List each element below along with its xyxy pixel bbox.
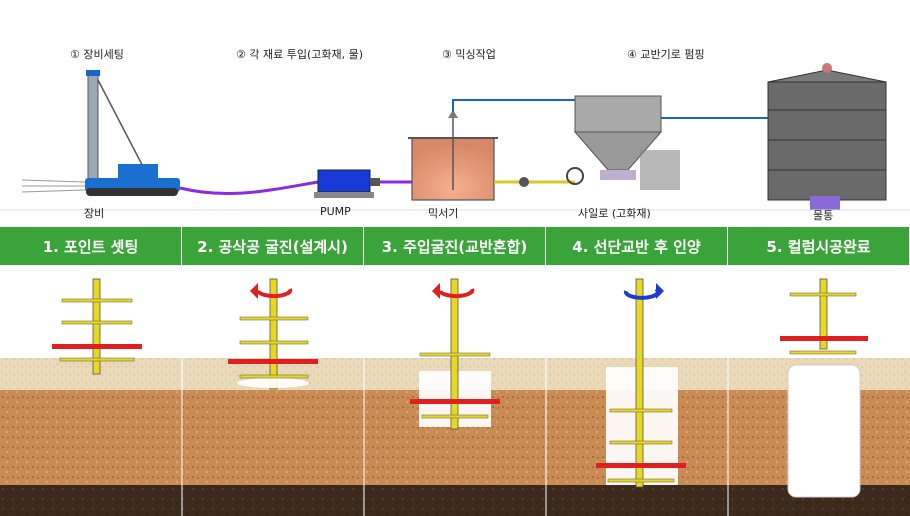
drill-rig bbox=[21, 70, 180, 196]
step-title-4: ④ 교반기로 펌핑 bbox=[627, 48, 705, 61]
stage4-auger bbox=[596, 278, 686, 488]
soil-section bbox=[0, 265, 910, 516]
stage-header-1: 1. 포인트 셋팅 bbox=[0, 227, 182, 265]
hose-line bbox=[179, 180, 319, 196]
stage3-auger bbox=[410, 278, 500, 430]
pump bbox=[314, 169, 380, 198]
label-tank: 물통 bbox=[813, 209, 834, 222]
stage-header-5: 5. 컬럼시공완료 bbox=[728, 227, 910, 265]
label-silo: 사일로 (고화재) bbox=[578, 207, 651, 220]
stage-header-4: 4. 선단교반 후 인양 bbox=[546, 227, 728, 265]
water-tank bbox=[767, 63, 887, 210]
label-rig: 장비 bbox=[84, 207, 105, 220]
stage2-auger bbox=[228, 278, 318, 390]
step-title-1: ① 장비세팅 bbox=[70, 48, 124, 61]
silo bbox=[566, 95, 680, 190]
mixer bbox=[408, 110, 498, 201]
step-title-2: ② 각 재료 투입(고화재, 물) bbox=[236, 48, 364, 61]
label-mixer: 믹서기 bbox=[428, 207, 459, 220]
step-title-3: ③ 믹싱작업 bbox=[442, 48, 496, 61]
stage-header-3: 3. 주입굴진(교반혼합) bbox=[364, 227, 546, 265]
stage5-column bbox=[780, 278, 868, 498]
stage-header-2: 2. 공삭공 굴진(설계시) bbox=[182, 227, 364, 265]
stage1-auger bbox=[52, 278, 142, 375]
equipment-illustration bbox=[0, 63, 910, 211]
label-pump: PUMP bbox=[320, 205, 351, 218]
